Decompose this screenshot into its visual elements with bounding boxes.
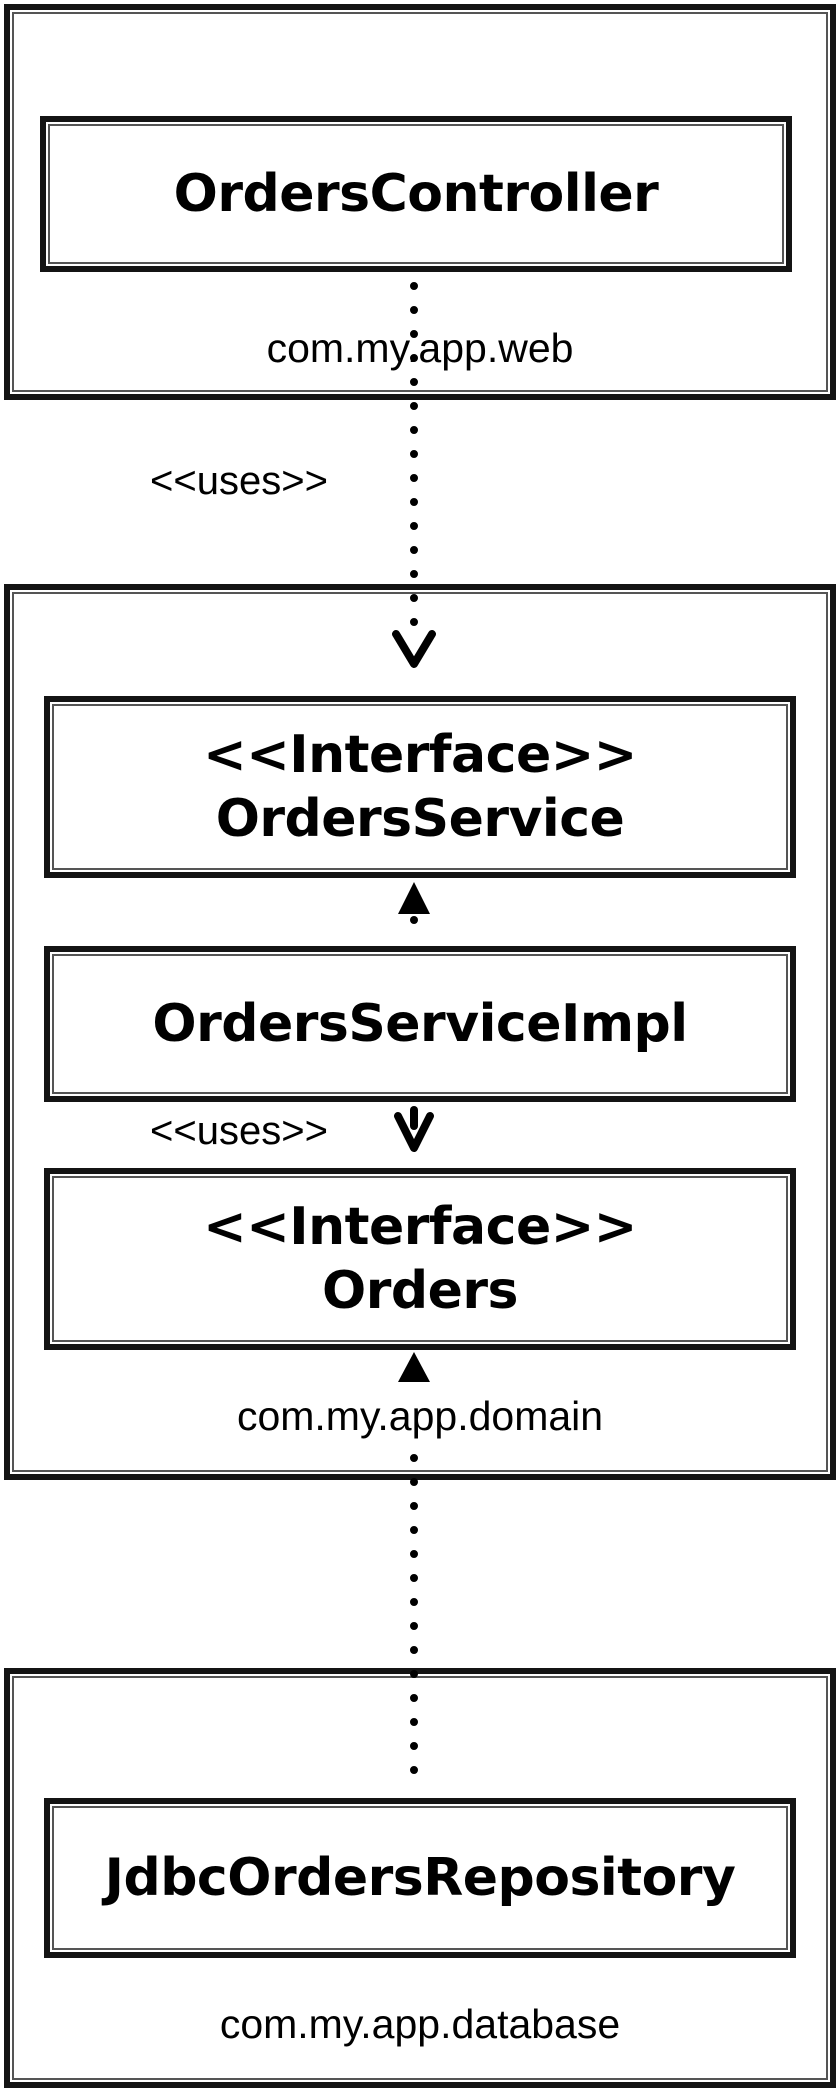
- class-orders-controller: OrdersController: [40, 116, 792, 272]
- class-orders-controller-name: OrdersController: [173, 164, 659, 224]
- class-jdbc-orders-repository: JdbcOrdersRepository: [44, 1798, 796, 1958]
- class-orders-service-impl: OrdersServiceImpl: [44, 946, 796, 1102]
- package-database-label: com.my.app.database: [219, 2001, 621, 2047]
- class-orders-service-name: OrdersService: [215, 789, 625, 849]
- class-orders-name: Orders: [322, 1261, 518, 1321]
- uses-label-impl-to-orders: <<uses>>: [150, 1109, 328, 1153]
- class-orders-service: <<Interface>> OrdersService: [44, 696, 796, 878]
- class-orders-stereotype: <<Interface>>: [203, 1197, 637, 1257]
- class-orders-service-stereotype: <<Interface>>: [203, 725, 637, 785]
- package-web-label: com.my.app.web: [266, 325, 574, 371]
- class-orders-service-impl-name: OrdersServiceImpl: [152, 994, 688, 1054]
- class-orders: <<Interface>> Orders: [44, 1168, 796, 1350]
- class-jdbc-orders-repository-name: JdbcOrdersRepository: [104, 1848, 736, 1908]
- uses-label-controller-to-service: <<uses>>: [150, 459, 328, 503]
- package-domain-label: com.my.app.domain: [236, 1393, 604, 1439]
